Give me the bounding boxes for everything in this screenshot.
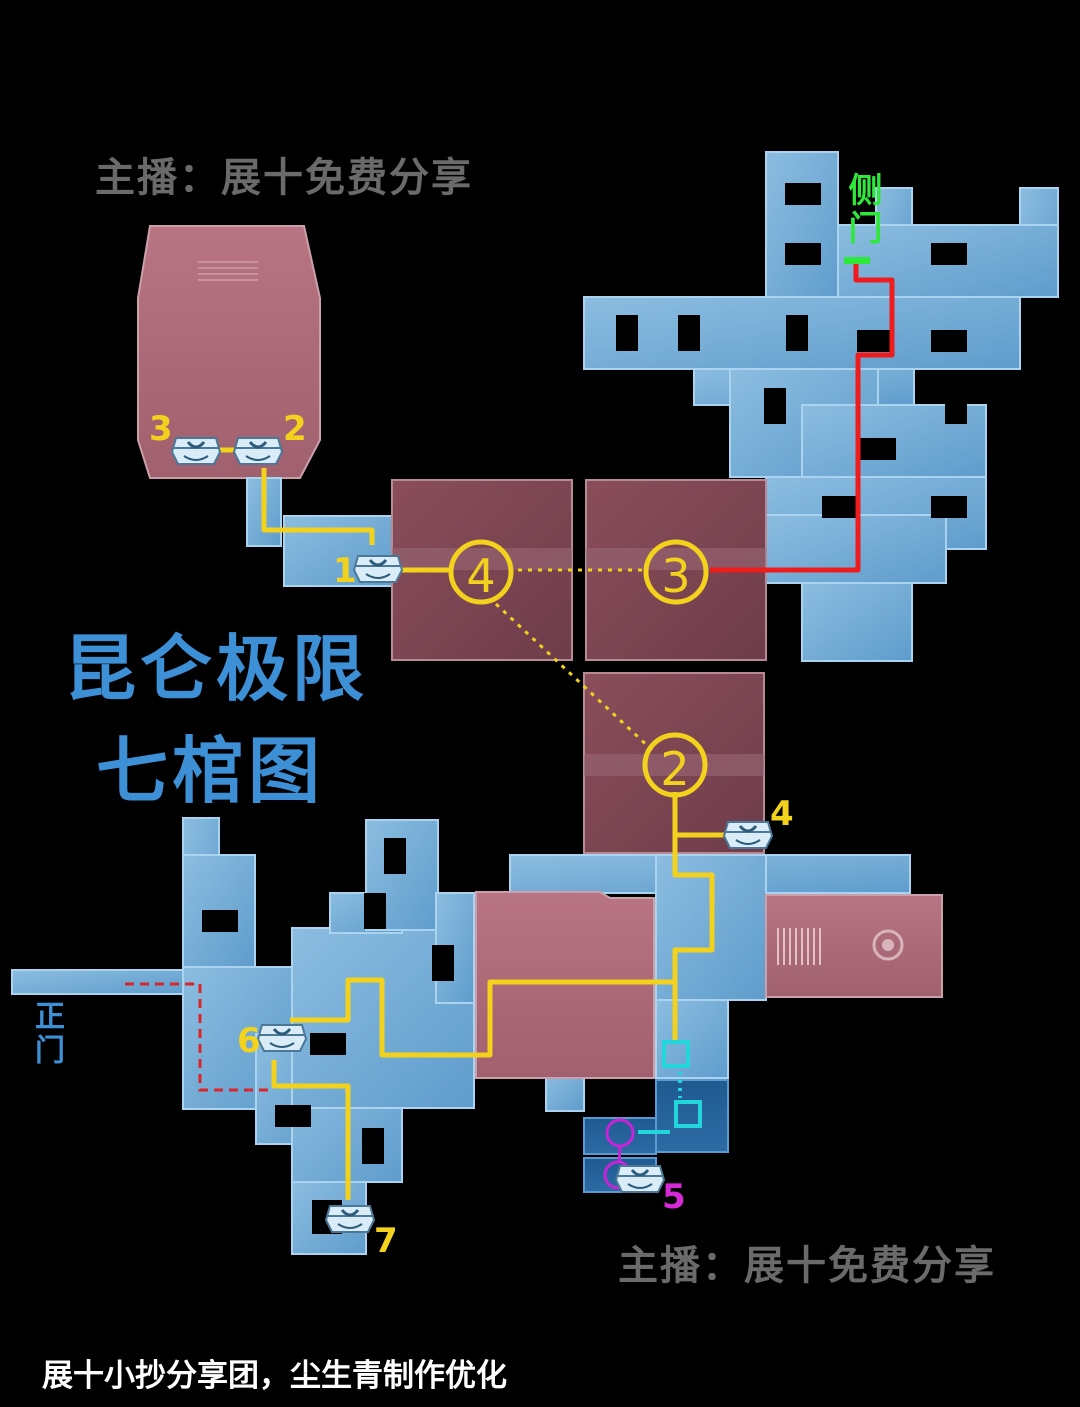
yellow-route: [220, 447, 728, 1200]
room-marker-3-label: 3: [661, 549, 690, 603]
red-route: [710, 260, 895, 573]
red-entry-route: [125, 982, 272, 1092]
coffin-icon: [614, 1164, 666, 1194]
watermark-top: 主播：展十免费分享: [95, 155, 473, 201]
coffin-icon: [324, 1204, 376, 1234]
coffin-5-label: 5: [662, 1177, 686, 1217]
room-marker-2-label: 2: [660, 742, 689, 796]
coffin-icon: [170, 436, 222, 466]
side-door-marker: [844, 257, 870, 264]
map-title-line-1: 昆仑极限: [64, 627, 369, 711]
coffin-icon: [256, 1023, 308, 1053]
coffin-7-label: 7: [374, 1221, 398, 1261]
coffin-icon: [722, 820, 774, 850]
room-marker-4-label: 4: [466, 549, 495, 603]
coffin-4-label: 4: [770, 794, 794, 834]
coffin-3: 3: [149, 409, 222, 466]
main-door-label: 正门: [29, 1000, 64, 1068]
coffin-2: 2: [232, 409, 307, 466]
coffin-1-label: 1: [333, 551, 357, 591]
room-marker-4: 4: [448, 539, 514, 605]
coffin-5: 5: [614, 1164, 686, 1217]
coffin-icon: [232, 436, 284, 466]
room-marker-3: 3: [643, 539, 709, 605]
south-room-complex: [11, 817, 911, 1255]
room-marker-2: 2: [642, 732, 708, 798]
coffin-3-label: 3: [149, 409, 173, 449]
ne-holes: [616, 183, 967, 518]
central-rooms: [391, 479, 767, 854]
side-door-label: 侧门: [842, 172, 882, 248]
coffin-icon: [352, 554, 404, 584]
south-holes: [202, 838, 454, 1234]
coffin-7: 7: [324, 1204, 398, 1261]
cyan-link: [638, 1040, 702, 1134]
map-title-line-2: 七棺图: [96, 729, 325, 813]
coffin-6-label: 6: [237, 1021, 261, 1061]
yellow-dotted-route: [494, 568, 654, 752]
south-pink-rooms: [475, 891, 943, 1079]
coffin-1: 1: [333, 551, 404, 591]
coffin-2-label: 2: [283, 409, 307, 449]
coffin-6: 6: [237, 1021, 308, 1061]
coffin-4: 4: [722, 794, 794, 850]
credit-line: 展十小抄分享团，尘生青制作优化: [42, 1358, 507, 1394]
watermark-bottom: 主播：展十免费分享: [618, 1243, 996, 1289]
